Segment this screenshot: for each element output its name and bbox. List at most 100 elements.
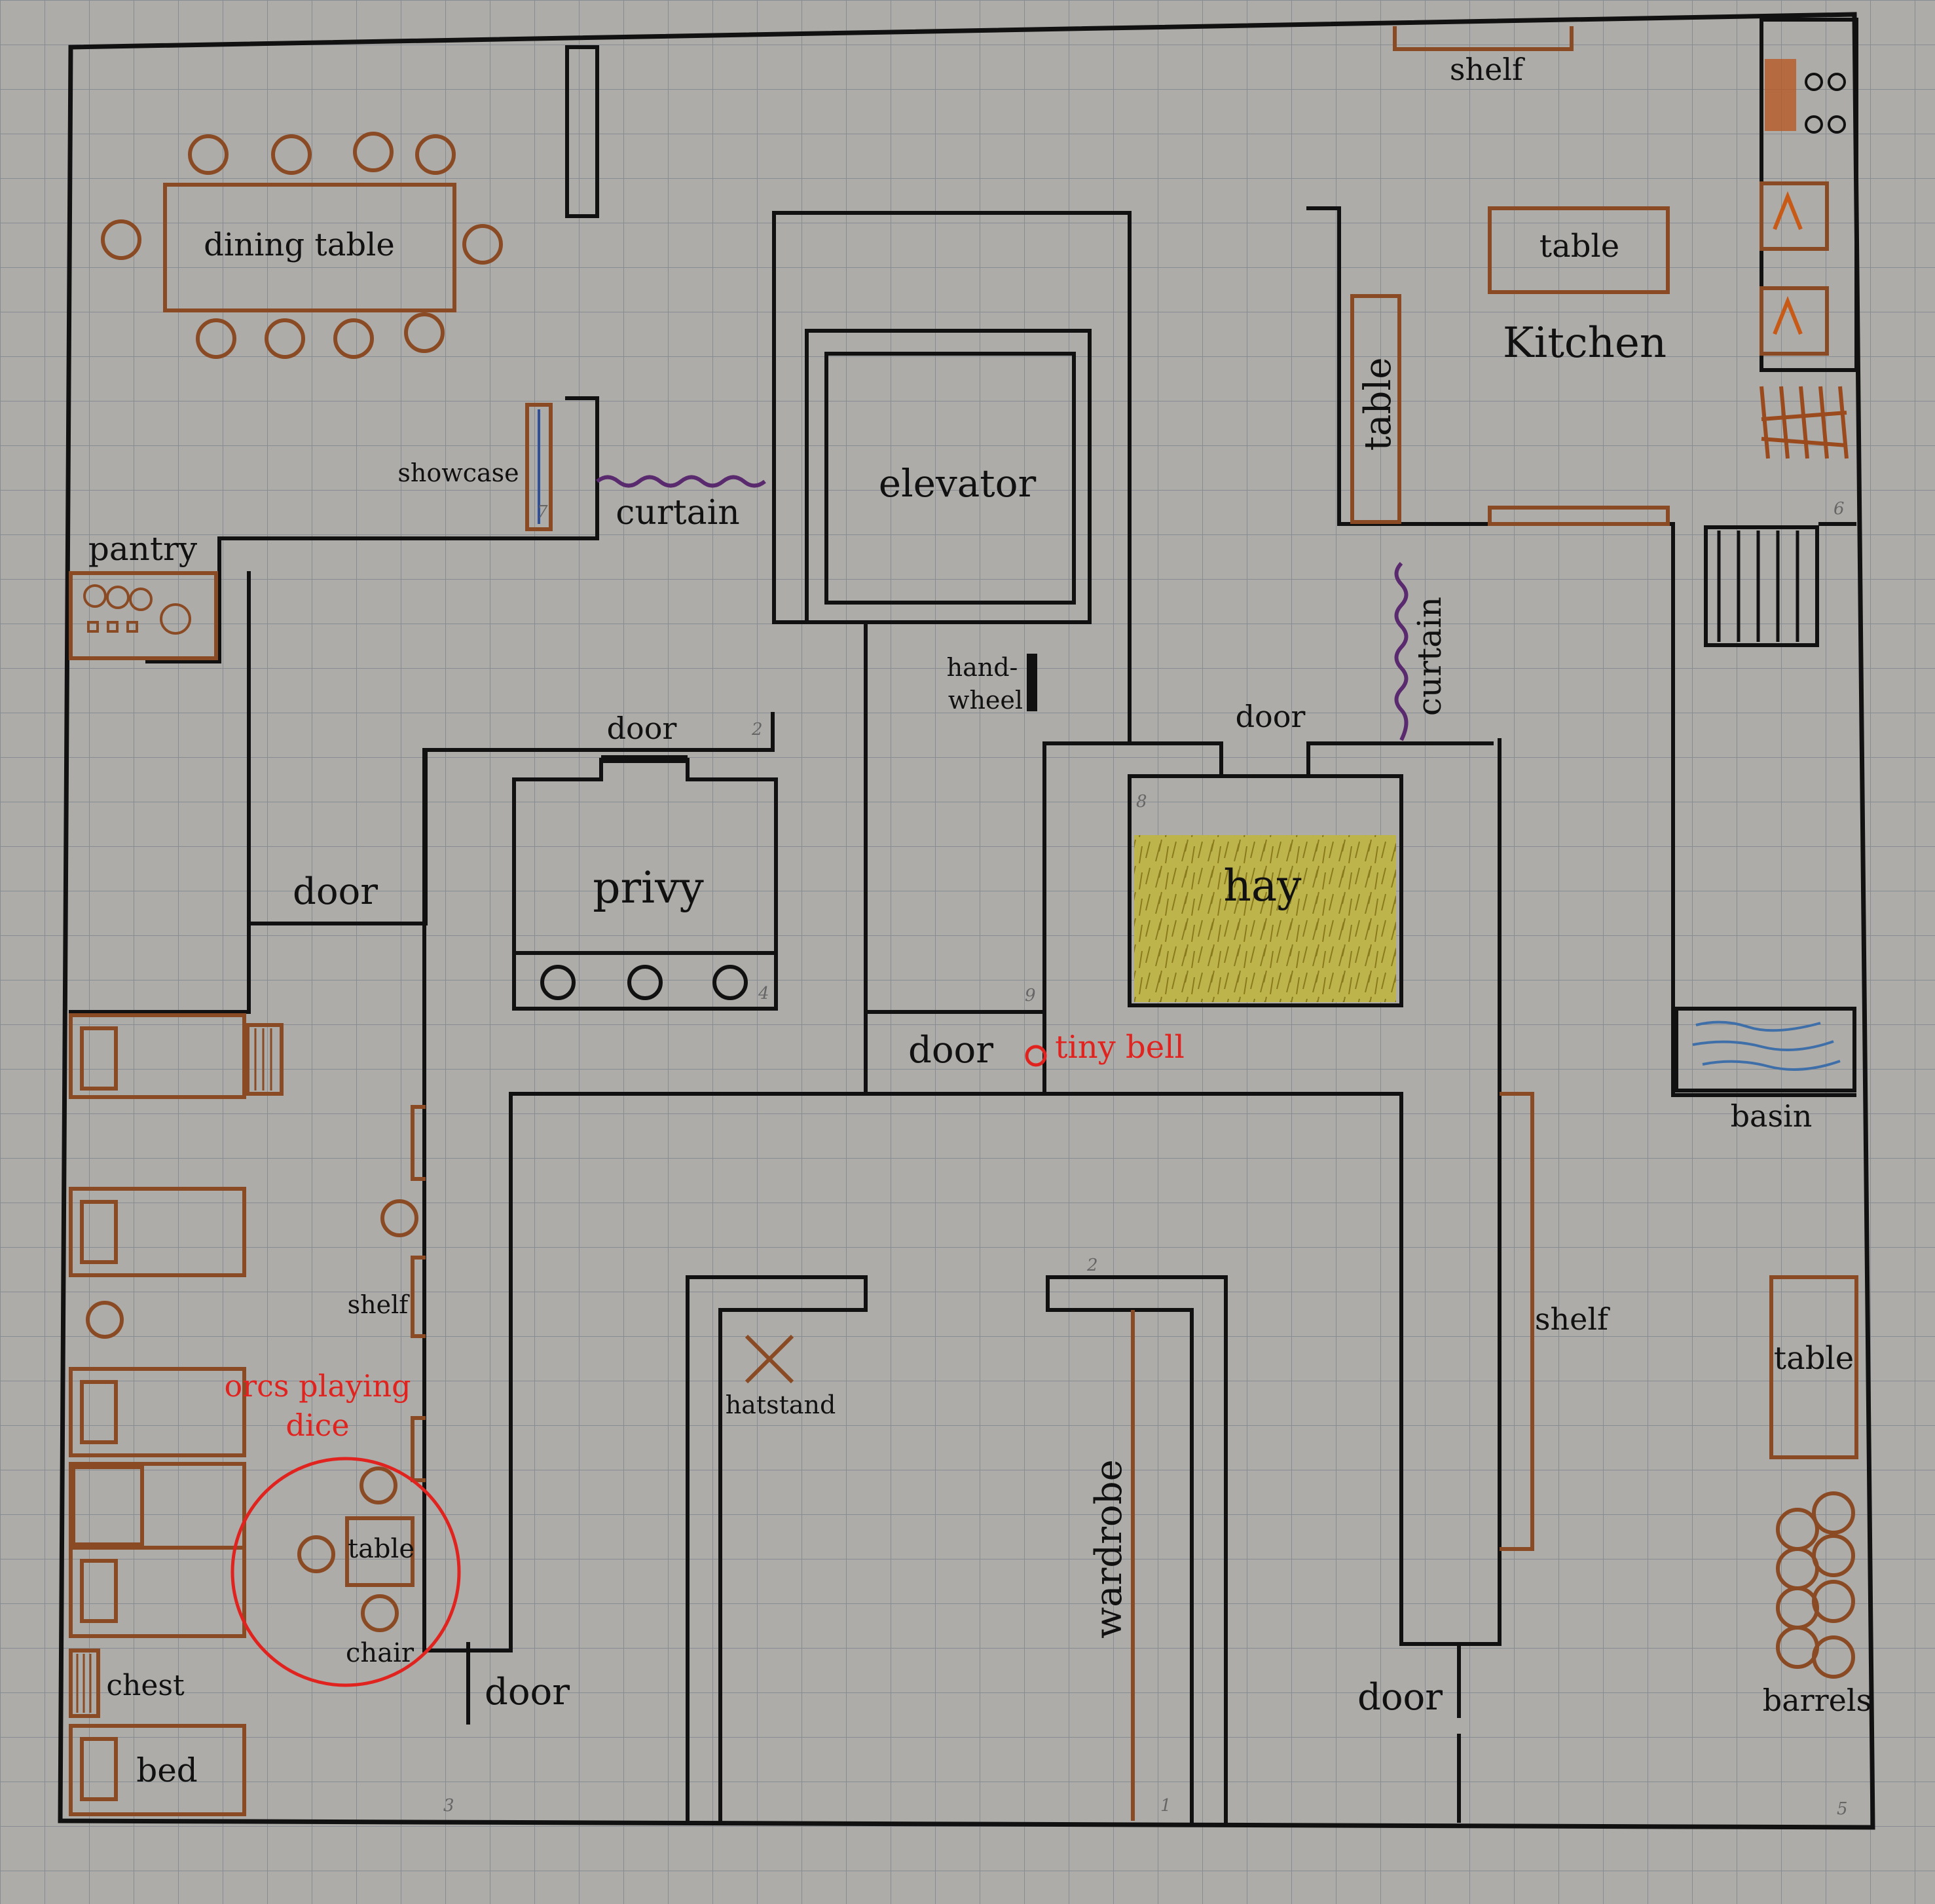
pantry-items — [83, 584, 191, 635]
wardrobe-room-right — [1046, 1275, 1228, 1823]
chair-icon[interactable] — [361, 1594, 399, 1632]
bed-3-pillow — [80, 1380, 118, 1444]
label-table-orcs: table — [348, 1534, 415, 1564]
hand-wheel-icon[interactable] — [1027, 654, 1037, 711]
dining-chairs — [101, 132, 503, 359]
chair-icon[interactable] — [196, 318, 236, 359]
shelf-left-2[interactable] — [411, 1256, 426, 1338]
chair-icon[interactable] — [404, 312, 445, 353]
furniture — [69, 18, 1858, 1821]
label-shelf-top: shelf — [1450, 52, 1525, 87]
chair-icon[interactable] — [86, 1301, 124, 1339]
bed-5[interactable] — [69, 1546, 246, 1638]
shelf-top[interactable] — [1393, 26, 1574, 51]
bed-6[interactable] — [69, 1724, 246, 1816]
bed-5-pillow — [80, 1559, 118, 1623]
shelf-left-1[interactable] — [411, 1105, 426, 1181]
bed-1-pillow — [80, 1026, 118, 1091]
label-privy: privy — [593, 863, 704, 913]
privy-room — [512, 758, 778, 1011]
room-numbers: 1 2 2 3 4 5 6 7 8 9 — [443, 499, 1848, 1819]
room-number: 2 — [751, 720, 763, 739]
dining-table[interactable] — [163, 183, 456, 312]
label-orcs-2: dice — [286, 1408, 349, 1443]
labels: shelf dining table table Kitchen table s… — [88, 52, 1871, 1789]
bed-2[interactable] — [69, 1187, 246, 1277]
shelf-right[interactable] — [1500, 1092, 1534, 1551]
label-dining-table: dining table — [204, 227, 395, 263]
firewood-icon[interactable] — [1760, 386, 1849, 459]
label-orcs-1: orcs playing — [224, 1368, 411, 1404]
label-hatstand: hatstand — [726, 1391, 836, 1419]
label-shelf-right: shelf — [1535, 1301, 1610, 1337]
room-number: 2 — [1086, 1256, 1098, 1275]
table-right[interactable] — [1769, 1275, 1858, 1459]
pantry[interactable] — [69, 571, 218, 660]
kitchen-cupboard[interactable] — [1704, 525, 1819, 647]
orcs-annotation-circle — [230, 1457, 461, 1687]
chair-icon[interactable] — [415, 134, 456, 175]
bed-3[interactable] — [69, 1367, 246, 1457]
elevator-inner — [824, 352, 1076, 605]
chair-icon[interactable] — [353, 132, 394, 172]
label-hand-wheel-1: hand- — [947, 653, 1018, 682]
hay[interactable] — [1134, 835, 1396, 1002]
label-door-bottom-right: door — [1357, 1676, 1443, 1719]
kitchen-table-vertical[interactable] — [1350, 294, 1401, 524]
hay-box — [1128, 774, 1403, 1007]
walls — [58, 12, 1875, 1830]
chair-icon[interactable] — [359, 1466, 397, 1504]
chair-icon[interactable] — [333, 318, 374, 359]
chair-icon[interactable] — [462, 224, 503, 265]
curtain-right[interactable] — [1394, 561, 1409, 741]
hatstand-icon[interactable] — [745, 1334, 794, 1384]
chair-icon[interactable] — [188, 134, 229, 175]
label-table-vertical: table — [1357, 358, 1399, 451]
room-number: 3 — [443, 1796, 454, 1816]
outer-wall — [58, 12, 1875, 1830]
hanging-utensils — [1805, 73, 1846, 134]
bell-icon[interactable] — [1025, 1045, 1047, 1067]
label-elevator: elevator — [879, 461, 1037, 506]
privy-walls — [422, 748, 868, 1652]
chair-icon[interactable] — [297, 1535, 335, 1573]
room-number: 7 — [537, 502, 548, 522]
label-wardrobe: wardrobe — [1088, 1459, 1130, 1638]
label-door-bottom-left: door — [485, 1671, 570, 1713]
chest-icon[interactable] — [69, 1023, 284, 1718]
elevator-outer — [805, 329, 1092, 624]
room-number: 1 — [1160, 1796, 1171, 1816]
orcs-table[interactable] — [345, 1516, 415, 1587]
barrel-icon[interactable] — [1776, 1491, 1855, 1679]
label-door-privy: door — [607, 711, 677, 746]
label-hand-wheel-2: wheel — [948, 686, 1023, 715]
label-chest: chest — [106, 1669, 185, 1702]
beds — [69, 1013, 246, 1816]
shelf-left-3[interactable] — [411, 1416, 426, 1482]
chair-icon[interactable] — [101, 219, 141, 260]
label-hay: hay — [1223, 861, 1302, 911]
label-tiny-bell: tiny bell — [1055, 1029, 1185, 1066]
wall-top-stub — [565, 45, 599, 218]
label-kitchen-table: table — [1539, 228, 1619, 265]
kitchen-table[interactable] — [1488, 206, 1670, 294]
label-showcase: showcase — [397, 458, 519, 487]
bed-1[interactable] — [69, 1013, 246, 1099]
chair-icon[interactable] — [380, 1199, 418, 1237]
toilet-seat-icon[interactable] — [540, 965, 748, 1000]
curtain-left[interactable] — [596, 475, 766, 488]
showcase[interactable] — [525, 403, 553, 531]
chair-icon[interactable] — [265, 318, 305, 359]
stove-icon[interactable] — [1760, 59, 1829, 356]
central-hall — [1042, 738, 1502, 1646]
kitchen-shelf[interactable] — [1488, 506, 1670, 526]
basin[interactable] — [1674, 1007, 1856, 1092]
chair-icon[interactable] — [271, 134, 312, 175]
wall-showcase — [145, 396, 599, 663]
wardrobe-room — [686, 1275, 868, 1823]
label-shelf-left: shelf — [348, 1290, 411, 1319]
label-curtain-right: curtain — [1410, 597, 1448, 716]
cupboard-bars — [1717, 531, 1799, 642]
